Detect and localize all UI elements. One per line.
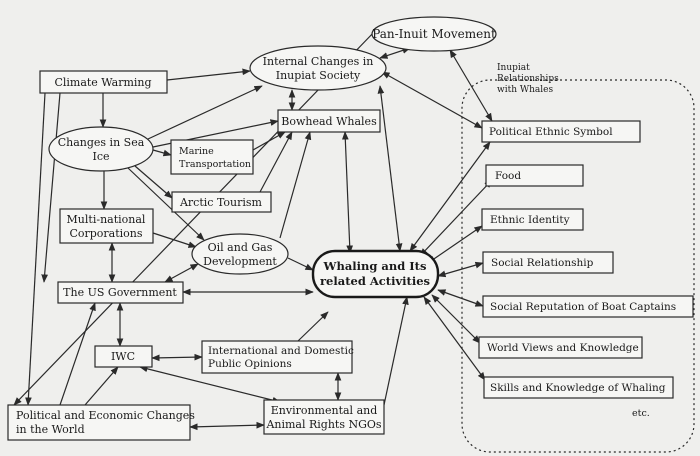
edge-whaling-to-food xyxy=(419,179,493,257)
node-marine-transport: Marine Transportation xyxy=(170,139,254,175)
political-economic-label-2: in the World xyxy=(16,423,85,436)
group-item-skills-knowledge: Skills and Knowledge of Whaling xyxy=(483,376,674,399)
edge-oil-gas-to-bowhead xyxy=(279,131,312,239)
node-public-opinions: International and Domestic Public Opinio… xyxy=(201,340,354,374)
node-us-government: The US Government xyxy=(57,281,184,304)
multinational-label-2: Corporations xyxy=(69,227,142,240)
climate-warming-label: Climate Warming xyxy=(54,76,151,89)
edge-us-gov-to-oil-gas xyxy=(164,263,199,283)
whaling-label-2: related Activities xyxy=(320,274,430,288)
edge-whaling-to-social-reputation xyxy=(437,289,484,307)
group-title-line-2: Relationships xyxy=(497,74,559,84)
marine-label-2: Transportation xyxy=(179,159,251,170)
whaling-label-1: Whaling and Its xyxy=(323,259,427,273)
group-item-political-ethnic-symbol: Political Ethnic Symbol xyxy=(481,120,641,143)
edge-pan-inuit-to-political xyxy=(13,29,377,406)
group-title-line-1: Inupiat xyxy=(497,63,530,73)
edge-internal-to-group xyxy=(381,71,483,129)
node-climate-warming: Climate Warming xyxy=(39,70,168,94)
edge-political-to-iwc xyxy=(84,366,119,406)
node-ngos: Environmental and Animal Rights NGOs xyxy=(263,399,385,435)
edge-internal-to-whaling xyxy=(377,85,403,252)
edge-iwc-to-public xyxy=(151,353,203,362)
group-item-food: Food xyxy=(485,164,584,187)
public-opinions-label-1: International and Domestic xyxy=(208,345,354,357)
edge-public-to-whaling xyxy=(297,311,329,342)
edge-sea-ice-to-oil-gas xyxy=(127,167,205,241)
edge-sea-ice-to-internal xyxy=(147,85,263,140)
edge-political-to-us-gov xyxy=(59,302,96,406)
etc-label: etc. xyxy=(632,408,650,419)
group-item-world-views: World Views and Knowledge xyxy=(478,336,643,359)
node-changes-sea-ice: Changes in Sea Ice xyxy=(48,126,154,172)
group-item-label: World Views and Knowledge xyxy=(487,342,639,354)
edge-sea-ice-to-tourism xyxy=(134,165,173,199)
marine-label-1: Marine xyxy=(179,146,214,157)
group-title-line-3: with Whales xyxy=(497,85,553,95)
node-bowhead-whales: Bowhead Whales xyxy=(277,109,381,133)
sea-ice-label-1: Changes in Sea xyxy=(58,136,145,149)
sea-ice-label-2: Ice xyxy=(92,150,109,163)
group-item-social-reputation: Social Reputation of Boat Captains xyxy=(482,295,694,318)
node-iwc: IWC xyxy=(94,345,153,368)
internal-changes-label-1: Internal Changes in xyxy=(263,55,374,68)
bowhead-label: Bowhead Whales xyxy=(281,115,377,128)
edge-political-to-ngos xyxy=(189,421,265,431)
edge-bowhead-to-whaling xyxy=(341,131,354,254)
ngos-label-1: Environmental and xyxy=(271,404,378,417)
node-political-economic: Political and Economic Changes in the Wo… xyxy=(7,404,195,441)
node-arctic-tourism: Arctic Tourism xyxy=(171,191,272,213)
political-economic-label-1: Political and Economic Changes xyxy=(16,409,195,422)
edge-whaling-to-social-relationship xyxy=(437,261,484,278)
edge-whaling-to-skills xyxy=(423,296,486,381)
arctic-tourism-label: Arctic Tourism xyxy=(179,196,263,209)
group-item-label: Food xyxy=(495,170,521,182)
ngos-label-2: Animal Rights NGOs xyxy=(265,418,381,431)
group-item-label: Ethnic Identity xyxy=(490,214,570,226)
multinational-label-1: Multi-national xyxy=(67,213,146,226)
edge-multinational-to-oil-gas xyxy=(152,232,197,248)
oil-gas-label-1: Oil and Gas xyxy=(208,241,273,254)
edge-whaling-to-ethnic-identity xyxy=(427,225,483,264)
group-item-label: Social Reputation of Boat Captains xyxy=(490,301,676,313)
edge-climate-to-us-gov xyxy=(41,92,61,283)
group-item-social-relationship: Social Relationship xyxy=(482,251,614,274)
group-item-label: Political Ethnic Symbol xyxy=(489,126,613,138)
oil-gas-label-2: Development xyxy=(203,255,277,268)
node-multinational: Multi-national Corporations xyxy=(59,208,154,244)
edge-climate-to-political xyxy=(25,92,46,406)
node-oil-gas: Oil and Gas Development xyxy=(191,233,289,275)
iwc-label: IWC xyxy=(111,350,135,363)
edge-climate-to-internal xyxy=(166,68,251,81)
edge-oil-gas-to-whaling xyxy=(287,257,314,271)
pan-inuit-label: Pan-Inuit Movement xyxy=(372,27,496,41)
group-item-ethnic-identity: Ethnic Identity xyxy=(481,208,584,231)
edge-whaling-to-political-symbol xyxy=(409,141,491,252)
us-government-label: The US Government xyxy=(63,286,177,299)
edge-iwc-to-ngos xyxy=(139,365,281,404)
edge-tourism-to-bowhead xyxy=(259,131,293,193)
group-title: Inupiat Relationships with Whales xyxy=(497,63,559,95)
edge-pan-inuit-to-group xyxy=(449,49,493,122)
edge-ngos-to-whaling xyxy=(383,296,409,406)
group-item-label: Social Relationship xyxy=(491,257,594,269)
group-item-label: Skills and Knowledge of Whaling xyxy=(490,382,666,394)
public-opinions-label-2: Public Opinions xyxy=(208,358,292,370)
node-pan-inuit: Pan-Inuit Movement xyxy=(371,16,497,52)
node-internal-changes: Internal Changes in Inupiat Society xyxy=(249,45,387,91)
internal-changes-label-2: Inupiat Society xyxy=(276,69,361,82)
node-whaling: Whaling and Its related Activities xyxy=(311,249,440,299)
edge-sea-ice-to-marine xyxy=(152,149,172,157)
